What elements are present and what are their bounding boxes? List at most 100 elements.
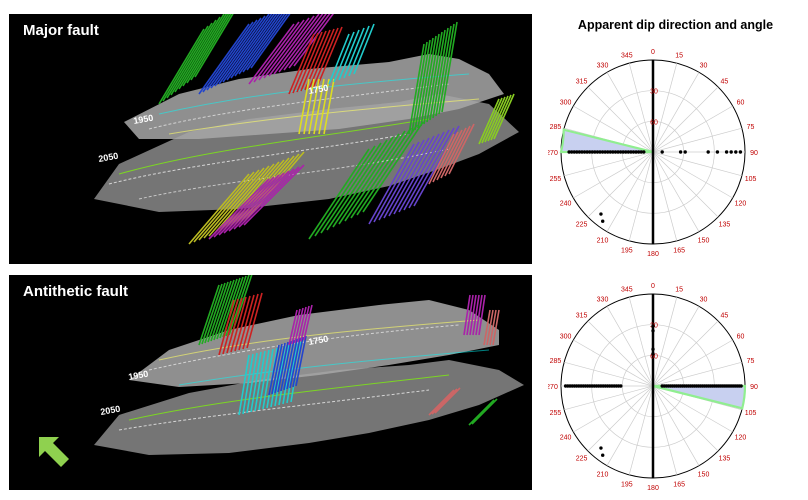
dip-measurement-point [567, 150, 571, 154]
fault-stick [292, 336, 304, 388]
fault-stick [218, 14, 270, 85]
polar-plot-title: Apparent dip direction and angle [577, 18, 774, 32]
contour-lines [118, 319, 490, 431]
dip-measurement-point [598, 150, 602, 154]
azimuth-label-330: 330 [597, 297, 609, 304]
fault-stick [274, 345, 286, 407]
fault-stick [280, 340, 292, 392]
fault-stick [170, 19, 217, 96]
fault-stick [408, 43, 425, 135]
fault-stick [226, 14, 276, 81]
fault-stick [312, 27, 339, 89]
azimuth-label-270: 270 [548, 384, 558, 391]
dip-measurement-point [738, 150, 743, 154]
polar-spoke [652, 151, 733, 199]
fault-stick [489, 309, 497, 346]
fault-stick [258, 349, 270, 411]
polar-spoke [652, 339, 733, 387]
fault-stick [283, 14, 327, 71]
azimuth-label-285: 285 [550, 358, 562, 365]
fault-stick [308, 28, 335, 90]
fault-stick [263, 17, 310, 79]
fault-stick [204, 282, 226, 344]
azimuth-label-255: 255 [550, 410, 562, 417]
fault-stick [186, 14, 230, 84]
fault-stick [250, 14, 291, 69]
fault-stick [271, 343, 283, 395]
fault-stick [274, 342, 286, 394]
dip-measurement-point [599, 212, 603, 216]
fault-stick [254, 350, 266, 412]
fault-stick [288, 309, 298, 346]
fault-stick [198, 169, 260, 241]
polar-spoke [652, 385, 719, 452]
fault-stick [216, 278, 238, 340]
fault-stick [316, 26, 343, 88]
dip-measurement-point [575, 150, 579, 154]
fault-stick [383, 137, 430, 219]
azimuth-label-300: 300 [560, 100, 572, 107]
fault-stick [435, 25, 452, 117]
fault-stick [303, 78, 315, 135]
dip-sector-wedge [652, 384, 747, 410]
fault-stick [492, 309, 500, 346]
fault-stick [484, 96, 506, 143]
fault-stick [313, 78, 325, 135]
fault-stick [286, 342, 298, 404]
fault-stick [432, 131, 459, 183]
fault-stick [238, 14, 283, 75]
azimuth-label-345: 345 [621, 286, 633, 293]
dip-measurement-point [739, 384, 743, 388]
fault-stick [158, 28, 205, 105]
contour-label-1950: 1950 [133, 113, 154, 126]
fault-stick [222, 298, 239, 355]
fault-stick [226, 297, 243, 354]
fault-stick [326, 139, 388, 231]
fault-stick [373, 141, 420, 223]
dip-measurement-point [563, 384, 568, 388]
fault-stick [490, 94, 512, 141]
polar-spoke [606, 306, 654, 387]
dip-measurement-point [660, 150, 664, 154]
fault-stick [478, 294, 486, 336]
dip-measurement-point [715, 150, 720, 154]
polar-spoke [564, 361, 654, 387]
polar-spoke [606, 72, 654, 153]
polar-spoke [573, 339, 654, 387]
fault-stick [353, 23, 375, 75]
dip-measurement-point [724, 150, 729, 154]
azimuth-label-240: 240 [560, 201, 572, 208]
fault-stick [238, 354, 250, 416]
azimuth-label-240: 240 [560, 435, 572, 442]
fault-stick [408, 127, 455, 209]
fault-stick [320, 142, 382, 234]
polar-spoke [652, 385, 700, 466]
azimuth-label-135: 135 [719, 221, 731, 228]
polar-spoke [652, 151, 678, 241]
fault-stick [432, 27, 449, 119]
dip-measurement-point [590, 150, 594, 154]
polar-spoke [652, 63, 678, 153]
dip-measurement-point [651, 329, 655, 333]
azimuth-label-165: 165 [673, 248, 685, 255]
fault-stick [466, 294, 474, 336]
dip-measurement-point [706, 150, 710, 154]
polar-spoke [652, 151, 742, 177]
fault-stick [393, 133, 440, 215]
fault-stick [277, 341, 289, 393]
dip-measurement-point [608, 150, 613, 154]
azimuth-label-120: 120 [735, 201, 747, 208]
fault-sticks-antithetic [198, 275, 500, 426]
fault-stick [343, 27, 365, 79]
polar-spoke [652, 385, 733, 433]
radial-label-30: 30 [650, 89, 658, 96]
dip-sector-wedge [559, 128, 654, 154]
panel-title-antithetic-fault: Antithetic fault [23, 283, 128, 300]
dip-measurement-point [582, 150, 587, 154]
fault-stick [268, 15, 315, 77]
polar-spoke [652, 306, 700, 387]
azimuth-label-30: 30 [700, 297, 708, 304]
dip-measurement-point [621, 150, 625, 154]
fault-stick [303, 304, 313, 341]
